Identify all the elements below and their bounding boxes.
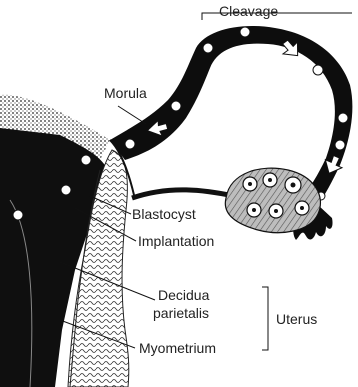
label-decidua-line2: parietalis <box>153 305 209 321</box>
ovary <box>225 168 320 232</box>
label-implantation: Implantation <box>138 233 214 249</box>
uterus-bracket <box>262 287 268 350</box>
label-morula: Morula <box>104 85 147 101</box>
label-uterus: Uterus <box>276 311 317 327</box>
label-cleavage: Cleavage <box>219 3 278 19</box>
label-decidua-line1: Decidua <box>158 287 210 303</box>
label-blastocyst: Blastocyst <box>132 206 196 222</box>
label-myometrium: Myometrium <box>139 340 216 356</box>
ovarian-ligament <box>132 190 234 198</box>
